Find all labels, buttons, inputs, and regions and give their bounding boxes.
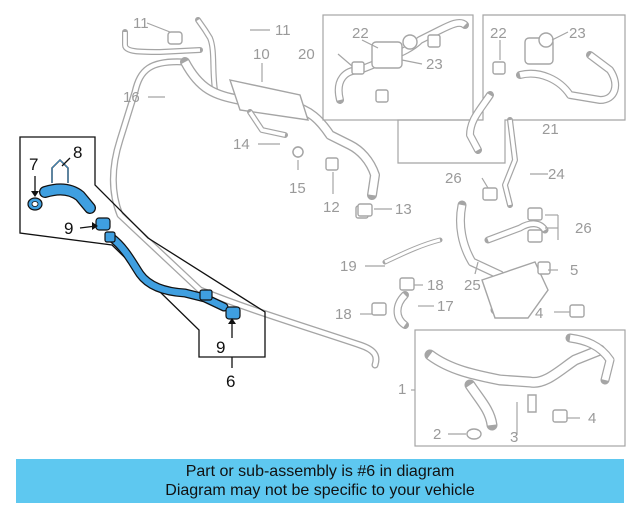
callout-3: 3 <box>510 429 518 446</box>
callout-25: 25 <box>464 277 481 294</box>
callout-1: 1 <box>398 381 406 398</box>
callout-5: 5 <box>570 262 578 279</box>
small-parts-12-15 <box>292 146 373 217</box>
callout-18b: 18 <box>335 306 352 323</box>
callout-17: 17 <box>437 298 454 315</box>
callout-18a: 18 <box>427 277 444 294</box>
inset-box-1 <box>414 329 626 447</box>
callout-14: 14 <box>233 136 250 153</box>
callout-21: 21 <box>542 121 559 138</box>
callout-10: 10 <box>253 46 270 63</box>
callout-24: 24 <box>548 166 565 183</box>
callout-22a: 22 <box>352 25 369 42</box>
callout-15: 15 <box>289 180 306 197</box>
inset-box-20 <box>322 14 474 121</box>
gray-leader-lines <box>146 22 580 435</box>
callout-9b: 9 <box>216 338 225 357</box>
callout-20: 20 <box>298 46 315 63</box>
hose-17-19-area <box>371 237 443 329</box>
banner-line-1: Part or sub-assembly is #6 in diagram <box>185 463 455 480</box>
highlighted-hose-6 <box>39 183 229 312</box>
callout-11a: 11 <box>133 15 149 32</box>
callout-8: 8 <box>73 143 82 162</box>
callout-19: 19 <box>340 258 357 275</box>
thermostat-housing-area <box>455 187 585 319</box>
highlight-leader-lines <box>31 157 236 338</box>
callout-12: 12 <box>323 199 340 216</box>
callout-7: 7 <box>29 155 38 174</box>
callout-26b: 26 <box>575 220 592 237</box>
callout-23a: 23 <box>426 56 443 73</box>
banner-line-2: Diagram may not be specific to your vehi… <box>165 482 475 499</box>
highlight-small-parts <box>27 158 241 320</box>
callout-9a: 9 <box>64 219 73 238</box>
callout-23b: 23 <box>569 25 586 42</box>
highlight-outline-6 <box>19 136 266 368</box>
callout-22b: 22 <box>490 25 507 42</box>
callout-6: 6 <box>226 372 235 391</box>
callout-4a: 4 <box>588 410 596 427</box>
callout-4b: 4 <box>535 305 543 322</box>
inset-box-21 <box>397 14 626 208</box>
pipe-11 <box>122 17 218 93</box>
callout-11b: 11 <box>275 22 291 39</box>
callout-2: 2 <box>433 426 441 443</box>
callout-26a: 26 <box>445 170 462 187</box>
info-banner: Part or sub-assembly is #6 in diagram Di… <box>16 459 624 503</box>
callout-16: 16 <box>123 89 140 106</box>
callout-13: 13 <box>395 201 412 218</box>
callout-labels: 1 2 3 4 4 5 6 7 8 9 9 10 11 11 12 13 14 … <box>29 15 596 446</box>
